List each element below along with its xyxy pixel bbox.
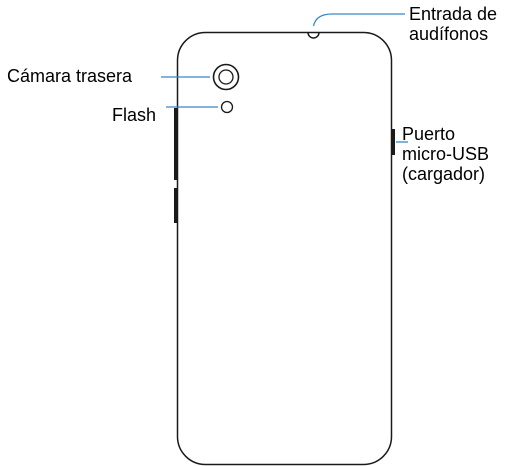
power-button — [174, 188, 178, 223]
phone-body-outline — [176, 31, 393, 466]
flash-label: Flash — [112, 105, 156, 125]
headphone-jack — [307, 32, 320, 39]
headphone-jack-label-line-1: Entrada de — [409, 4, 498, 24]
usb-port-label-line-2: micro-USB — [402, 144, 490, 164]
flash-led — [220, 100, 234, 114]
rear-camera-inner — [218, 69, 234, 85]
usb-port-label: Puerto micro-USB (cargador) — [402, 124, 489, 184]
headphone-jack-label-line-2: audífonos — [409, 24, 489, 44]
rear-camera-label-text: Cámara trasera — [7, 66, 133, 86]
headphone-jack-label: Entrada de audífonos — [409, 4, 497, 44]
usb-port-label-line-3: (cargador) — [402, 164, 486, 184]
usb-port — [391, 129, 395, 155]
callout-line-headphone — [312, 13, 405, 27]
usb-port-label-line-1: Puerto — [402, 124, 456, 144]
flash-label-text: Flash — [112, 105, 157, 125]
volume-button — [174, 108, 178, 180]
rear-camera-label: Cámara trasera — [7, 66, 132, 86]
